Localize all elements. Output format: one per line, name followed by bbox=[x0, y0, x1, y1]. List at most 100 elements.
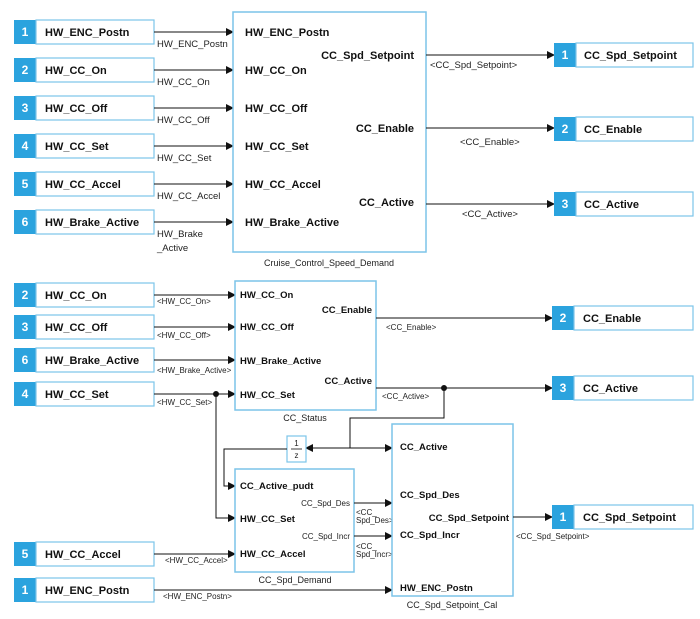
top-outport-3[interactable]: 3 CC_Active bbox=[554, 191, 694, 217]
bottom-outport-setpoint[interactable]: 1 CC_Spd_Setpoint bbox=[552, 504, 694, 530]
cc-status-block[interactable]: HW_CC_On HW_CC_Off HW_Brake_Active HW_CC… bbox=[234, 280, 377, 411]
demand-out-spd-incr: CC_Spd_Incr bbox=[302, 532, 350, 541]
top-inport-3-num: 3 bbox=[22, 101, 29, 115]
top-outport-1[interactable]: 1 CC_Spd_Setpoint bbox=[554, 42, 694, 68]
calc-in-enc: HW_ENC_Postn bbox=[400, 583, 473, 594]
bottom-inport-cc-set-label: HW_CC_Set bbox=[45, 389, 109, 401]
delay-output-wire bbox=[223, 448, 287, 490]
cc-status-out-active: CC_Active bbox=[324, 376, 372, 387]
bottom-signal-enc: <HW_ENC_Postn> bbox=[163, 592, 232, 601]
unit-delay-block[interactable]: 1 z bbox=[286, 435, 307, 463]
top-signal-cc-on: HW_CC_On bbox=[157, 77, 210, 88]
top-outport-2-num: 2 bbox=[562, 122, 569, 136]
cc-active-junction bbox=[441, 385, 447, 391]
cc-status-in-cc-set: HW_CC_Set bbox=[240, 390, 296, 401]
top-signal-enc: HW_ENC_Postn bbox=[157, 39, 228, 50]
unit-delay-num: 1 bbox=[294, 439, 299, 448]
bottom-outport-enable[interactable]: 2 CC_Enable bbox=[552, 305, 694, 331]
cruise-control-speed-demand-block[interactable]: HW_ENC_Postn HW_CC_On HW_CC_Off HW_CC_Se… bbox=[232, 11, 427, 253]
bottom-inport-cc-accel[interactable]: 5 HW_CC_Accel bbox=[14, 541, 155, 567]
bottom-inport-enc-num: 1 bbox=[22, 583, 29, 597]
bottom-outport-active[interactable]: 3 CC_Active bbox=[552, 375, 694, 401]
top-inport-3[interactable]: 3 HW_CC_Off bbox=[14, 95, 155, 121]
bottom-outport-active-label: CC_Active bbox=[583, 383, 638, 395]
bottom-inport-cc-accel-label: HW_CC_Accel bbox=[45, 549, 121, 561]
bottom-signal-brake: <HW_Brake_Active> bbox=[157, 366, 232, 375]
top-inport-6-label: HW_Brake_Active bbox=[45, 217, 139, 229]
bottom-inport-enc-label: HW_ENC_Postn bbox=[45, 585, 130, 597]
top-inport-4[interactable]: 4 HW_CC_Set bbox=[14, 133, 155, 159]
bottom-outport-setpoint-num: 1 bbox=[560, 510, 567, 524]
demand-sig-incr-1: <CC_ bbox=[356, 542, 377, 551]
top-out-signal-active: <CC_Active> bbox=[462, 209, 518, 220]
demand-in-cc-accel: HW_CC_Accel bbox=[240, 549, 305, 560]
calc-in-spd-incr: CC_Spd_Incr bbox=[400, 530, 460, 541]
bottom-outport-enable-label: CC_Enable bbox=[583, 313, 641, 325]
top-signal-brake-1: HW_Brake bbox=[157, 229, 203, 240]
top-inport-3-label: HW_CC_Off bbox=[45, 103, 108, 115]
cc-status-output-wires bbox=[305, 314, 553, 452]
top-inport-5-label: HW_CC_Accel bbox=[45, 179, 121, 191]
unit-delay-den: z bbox=[295, 451, 299, 460]
top-inport-5-num: 5 bbox=[22, 177, 29, 191]
cc-status-name: CC_Status bbox=[283, 413, 327, 423]
top-signal-brake-2: _Active bbox=[156, 243, 188, 254]
top-output-wires bbox=[426, 51, 555, 208]
demand-in-cc-set: HW_CC_Set bbox=[240, 514, 296, 525]
bottom-outport-setpoint-label: CC_Spd_Setpoint bbox=[583, 512, 676, 524]
cc-status-in-cc-off: HW_CC_Off bbox=[240, 322, 295, 333]
bottom-signal-cc-off: <HW_CC_Off> bbox=[157, 331, 211, 340]
bottom-outport-enable-num: 2 bbox=[560, 311, 567, 325]
bottom-signal-cc-set: <HW_CC_Set> bbox=[157, 398, 212, 407]
cc-spd-setpoint-cal-name: CC_Spd_Setpoint_Cal bbox=[407, 600, 498, 610]
top-inport-1[interactable]: 1 HW_ENC_Postn bbox=[14, 19, 155, 45]
cruise-control-speed-demand-name: Cruise_Control_Speed_Demand bbox=[264, 258, 394, 268]
bottom-inport-brake-num: 6 bbox=[22, 353, 29, 367]
demand-out-spd-des: CC_Spd_Des bbox=[301, 499, 350, 508]
bottom-inport-brake-label: HW_Brake_Active bbox=[45, 355, 139, 367]
top-outport-3-label: CC_Active bbox=[584, 199, 639, 211]
cc-spd-demand-block[interactable]: CC_Active_pudt HW_CC_Set HW_CC_Accel CC_… bbox=[234, 468, 355, 573]
top-outport-2[interactable]: 2 CC_Enable bbox=[554, 116, 694, 142]
ccsd-in-cc-accel: HW_CC_Accel bbox=[245, 179, 321, 191]
bottom-inport-brake[interactable]: 6 HW_Brake_Active bbox=[14, 347, 155, 373]
bottom-inport-cc-accel-num: 5 bbox=[22, 547, 29, 561]
top-inport-1-label: HW_ENC_Postn bbox=[45, 27, 130, 39]
ccsd-in-cc-off: HW_CC_Off bbox=[245, 103, 308, 115]
bottom-inport-cc-on[interactable]: 2 HW_CC_On bbox=[14, 282, 155, 308]
top-signal-cc-off: HW_CC_Off bbox=[157, 115, 210, 126]
bottom-out-signal-setpoint: <CC_Spd_Setpoint> bbox=[516, 532, 590, 541]
bottom-inport-cc-set-num: 4 bbox=[22, 387, 29, 401]
demand-output-wires bbox=[354, 499, 393, 540]
top-inport-2-label: HW_CC_On bbox=[45, 65, 107, 77]
top-inport-4-label: HW_CC_Set bbox=[45, 141, 109, 153]
demand-sig-des-1: <CC_ bbox=[356, 508, 377, 517]
top-inport-6[interactable]: 6 HW_Brake_Active bbox=[14, 209, 155, 235]
top-out-signal-enable: <CC_Enable> bbox=[460, 137, 520, 148]
top-signal-cc-set: HW_CC_Set bbox=[157, 153, 212, 164]
top-outport-1-num: 1 bbox=[562, 48, 569, 62]
top-outport-1-label: CC_Spd_Setpoint bbox=[584, 50, 677, 62]
bottom-inport-cc-set[interactable]: 4 HW_CC_Set bbox=[14, 381, 155, 407]
cc-status-in-cc-on: HW_CC_On bbox=[240, 290, 294, 301]
ccsd-in-cc-set: HW_CC_Set bbox=[245, 141, 309, 153]
bottom-inport-cc-on-num: 2 bbox=[22, 288, 29, 302]
top-inport-6-num: 6 bbox=[22, 215, 29, 229]
calc-in-cc-active: CC_Active bbox=[400, 442, 448, 453]
top-inport-5[interactable]: 5 HW_CC_Accel bbox=[14, 171, 155, 197]
bottom-input-wires bbox=[154, 291, 393, 594]
bottom-inport-cc-off[interactable]: 3 HW_CC_Off bbox=[14, 314, 155, 340]
demand-sig-des-2: Spd_Des> bbox=[356, 516, 394, 525]
bottom-inport-enc[interactable]: 1 HW_ENC_Postn bbox=[14, 577, 155, 603]
top-inport-2[interactable]: 2 HW_CC_On bbox=[14, 57, 155, 83]
bottom-inport-cc-on-label: HW_CC_On bbox=[45, 290, 107, 302]
top-out-signal-setpoint: <CC_Spd_Setpoint> bbox=[430, 60, 518, 71]
top-signal-cc-accel: HW_CC_Accel bbox=[157, 191, 220, 202]
top-input-wires bbox=[154, 28, 234, 226]
cc-spd-setpoint-cal-block[interactable]: CC_Active CC_Spd_Des CC_Spd_Incr HW_ENC_… bbox=[391, 423, 514, 597]
ccsd-in-enc: HW_ENC_Postn bbox=[245, 27, 330, 39]
demand-sig-incr-2: Spd_Incr> bbox=[356, 550, 393, 559]
bottom-out-signal-enable: <CC_Enable> bbox=[386, 323, 437, 332]
top-inport-2-num: 2 bbox=[22, 63, 29, 77]
